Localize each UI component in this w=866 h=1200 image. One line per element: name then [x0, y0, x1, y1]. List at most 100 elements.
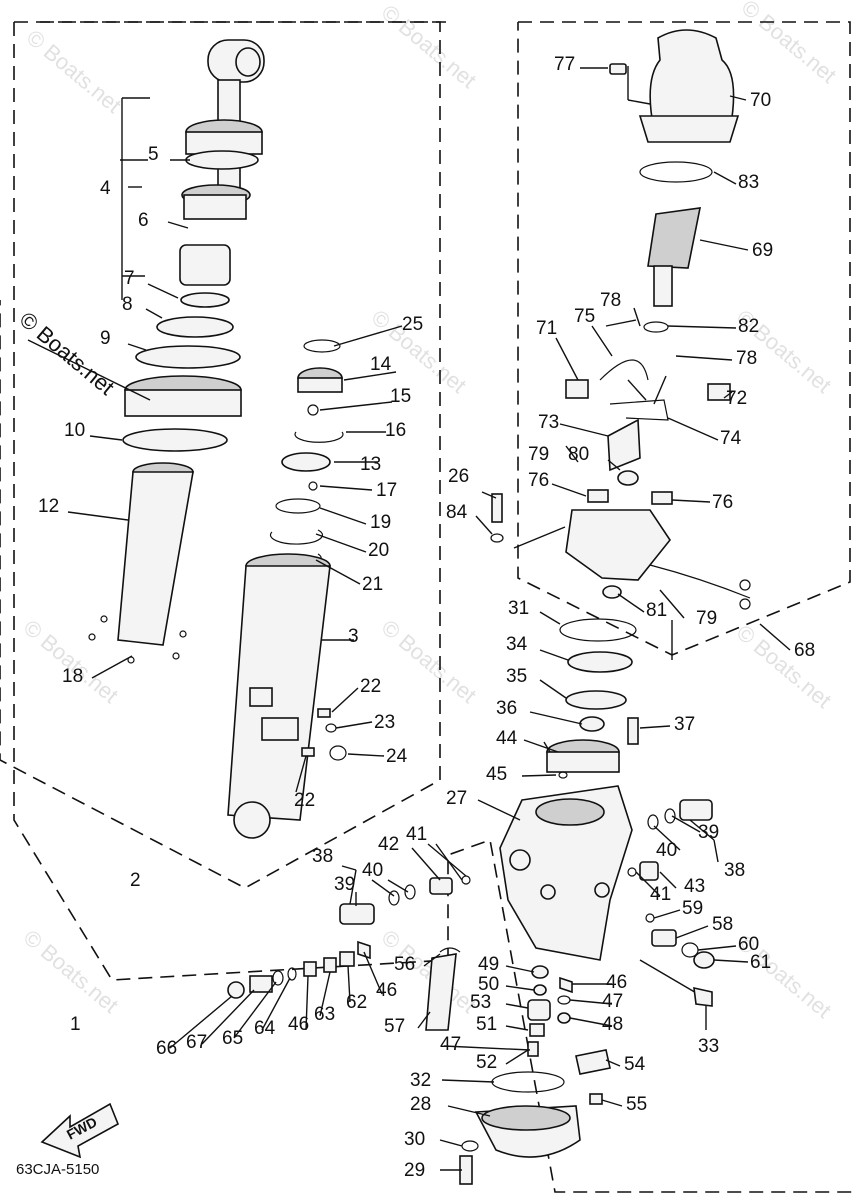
callout-c58: 58 [712, 914, 733, 935]
ring-34 [567, 651, 633, 673]
callout-c55: 55 [626, 1094, 647, 1115]
callout-c46c: 46 [606, 972, 627, 993]
callout-c83: 83 [738, 172, 759, 193]
spring-76b [651, 491, 673, 505]
callout-c65: 65 [222, 1028, 243, 1049]
callout-c16: 16 [385, 420, 406, 441]
leader-line [675, 355, 733, 361]
callout-c21: 21 [362, 574, 383, 595]
o-ring-83 [639, 161, 713, 183]
leader-line [591, 325, 613, 357]
callout-c72: 72 [726, 388, 747, 409]
armature-69 [647, 207, 702, 269]
leader-line [565, 445, 579, 463]
bolt-33-shaft [639, 959, 699, 995]
callout-c81: 81 [646, 600, 667, 621]
leader-line [675, 925, 709, 939]
leader-line [441, 1079, 495, 1083]
pump-44-body [546, 751, 620, 773]
callout-c59: 59 [682, 898, 703, 919]
leader-lines [27, 66, 791, 1171]
brush-72 [707, 383, 731, 401]
leader-line [447, 1105, 491, 1117]
motor-housing-70 [649, 29, 735, 131]
leader-line [653, 825, 681, 851]
motor-base [565, 509, 671, 581]
o-ring-9 [135, 345, 241, 369]
boundary-assembly-2 [0, 21, 441, 889]
watermark: © Boats.net [19, 615, 123, 708]
leader-line [671, 499, 711, 503]
screw-55 [589, 1093, 603, 1105]
piston [179, 244, 231, 286]
nut-46a [357, 940, 371, 960]
callout-c40b: 40 [656, 840, 677, 861]
callout-c76b: 76 [712, 492, 733, 513]
leader-line [505, 985, 535, 991]
callout-c38a: 38 [312, 846, 333, 867]
tube-57 [425, 953, 457, 1031]
nut-46c [559, 976, 573, 994]
leader-line [513, 526, 566, 549]
valve-13 [281, 452, 331, 472]
leader-line [439, 1139, 463, 1147]
callout-c66: 66 [156, 1038, 177, 1059]
callout-c49: 49 [478, 954, 499, 975]
leader-line [363, 951, 383, 995]
leader-line [543, 741, 551, 753]
manifold-port [509, 849, 531, 871]
leader-line [667, 325, 737, 329]
cap-66 [227, 981, 245, 999]
leader-line [607, 459, 621, 471]
leader-line [635, 871, 661, 897]
callout-c4: 4 [100, 178, 111, 199]
o-ring-23 [325, 723, 337, 733]
valve-38 [679, 799, 713, 821]
o-ring-25 [303, 339, 341, 353]
callout-c46b: 46 [288, 1014, 309, 1035]
watermark-prominent: © Boats.net [15, 307, 119, 400]
leader-line [347, 965, 351, 1003]
callout-c53: 53 [470, 992, 491, 1013]
callout-c18: 18 [62, 666, 83, 687]
callout-c10: 10 [64, 420, 85, 441]
leader-line [689, 819, 715, 841]
bolt-26 [491, 493, 503, 523]
callout-c26: 26 [448, 466, 469, 487]
callout-c2: 2 [130, 870, 141, 891]
callout-c5: 5 [148, 144, 159, 165]
callout-labels: 1234567891012131415161718192021222223242… [38, 54, 815, 1181]
leader-line [145, 308, 163, 319]
callout-c1: 1 [70, 1014, 81, 1035]
fwd-arrow-icon: FWD [40, 1102, 120, 1159]
o-ring-8 [156, 316, 234, 338]
piston-body [183, 194, 247, 220]
o-ring-41-left [461, 875, 471, 885]
leader-line [569, 999, 613, 1005]
callout-c23: 23 [374, 712, 395, 733]
ring-19 [275, 498, 321, 514]
callout-c36: 36 [496, 698, 517, 719]
leader-line [91, 655, 133, 679]
leader-line [659, 589, 685, 619]
brush-holder-73 [607, 418, 641, 472]
manifold-port [594, 882, 610, 898]
callout-c20: 20 [368, 540, 389, 561]
o-ring-65 [272, 970, 284, 986]
callout-c17: 17 [376, 480, 397, 501]
cylinder-boss [249, 687, 273, 707]
leader-line [305, 975, 309, 1031]
leader-line [569, 1017, 613, 1027]
leader-line [521, 774, 557, 777]
motor-flange [638, 115, 740, 143]
leader-line [315, 559, 361, 585]
brush-71 [565, 379, 589, 399]
callout-c24: 24 [386, 746, 408, 767]
leader-line [505, 1025, 529, 1031]
bolt-37 [627, 717, 639, 745]
leader-line [667, 417, 719, 441]
watermark: © Boats.net [377, 615, 481, 708]
leader-line [371, 879, 395, 897]
terminal [739, 579, 751, 591]
callout-c61: 61 [750, 952, 771, 973]
